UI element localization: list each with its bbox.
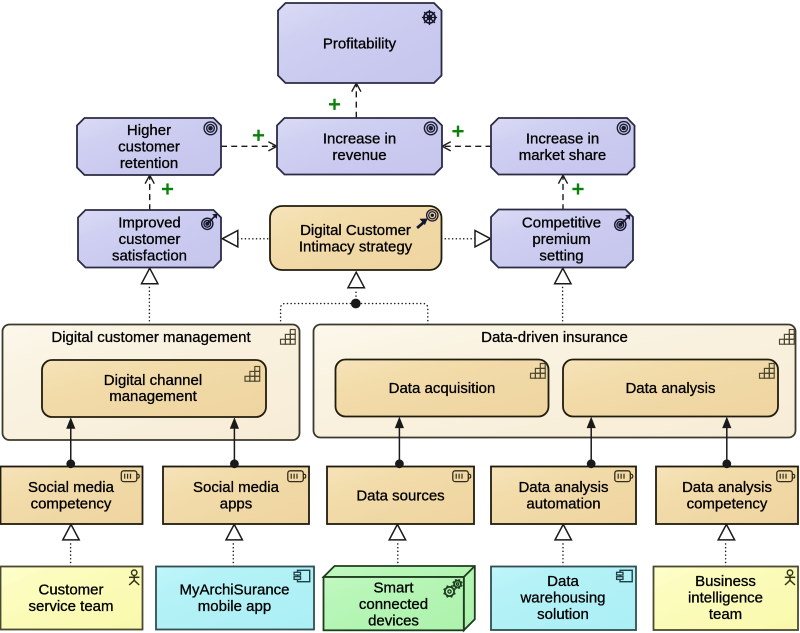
svg-text:Improved: Improved: [118, 215, 181, 232]
svg-text:customer: customer: [118, 139, 180, 156]
svg-text:Social media: Social media: [193, 479, 280, 496]
svg-text:service team: service team: [28, 598, 113, 615]
svg-text:automation: automation: [526, 495, 600, 512]
svg-text:Increase in: Increase in: [526, 130, 599, 147]
svg-text:mobile app: mobile app: [198, 598, 271, 615]
svg-text:customer: customer: [119, 231, 181, 248]
svg-text:Data analysis: Data analysis: [625, 380, 715, 397]
svg-text:MyArchiSurance: MyArchiSurance: [179, 582, 289, 599]
svg-text:Data analysis: Data analysis: [682, 479, 772, 496]
svg-text:apps: apps: [220, 495, 253, 512]
svg-text:market share: market share: [519, 147, 607, 164]
svg-text:Customer: Customer: [38, 582, 103, 599]
svg-text:solution: solution: [537, 606, 589, 623]
svg-text:Profitability: Profitability: [323, 36, 397, 53]
svg-text:Business: Business: [695, 573, 756, 590]
svg-text:Data: Data: [547, 573, 579, 590]
svg-text:Digital channel: Digital channel: [104, 372, 202, 389]
svg-text:Higher: Higher: [127, 122, 171, 139]
svg-text:competency: competency: [31, 495, 112, 512]
svg-text:Data-driven insurance: Data-driven insurance: [481, 329, 628, 346]
svg-text:competency: competency: [687, 495, 768, 512]
svg-text:connected: connected: [359, 596, 428, 613]
svg-text:Social media: Social media: [28, 479, 115, 496]
svg-text:Smart: Smart: [373, 580, 414, 597]
svg-text:retention: retention: [120, 155, 178, 172]
svg-text:intelligence: intelligence: [688, 589, 763, 606]
svg-text:satisfaction: satisfaction: [112, 248, 187, 265]
svg-text:devices: devices: [368, 613, 419, 630]
svg-text:warehousing: warehousing: [519, 589, 605, 606]
svg-text:Intimacy strategy: Intimacy strategy: [299, 239, 413, 256]
svg-text:revenue: revenue: [332, 147, 386, 164]
svg-text:management: management: [109, 388, 197, 405]
svg-text:Data analysis: Data analysis: [518, 479, 608, 496]
svg-text:team: team: [709, 606, 742, 623]
svg-text:setting: setting: [539, 247, 583, 264]
svg-text:Digital customer management: Digital customer management: [51, 329, 251, 346]
svg-text:Digital Customer: Digital Customer: [300, 222, 411, 239]
svg-text:premium: premium: [532, 231, 590, 248]
svg-text:Data sources: Data sources: [356, 488, 444, 505]
svg-text:Increase in: Increase in: [323, 130, 396, 147]
svg-text:Competitive: Competitive: [522, 215, 601, 232]
svg-text:Data acquisition: Data acquisition: [389, 380, 496, 397]
